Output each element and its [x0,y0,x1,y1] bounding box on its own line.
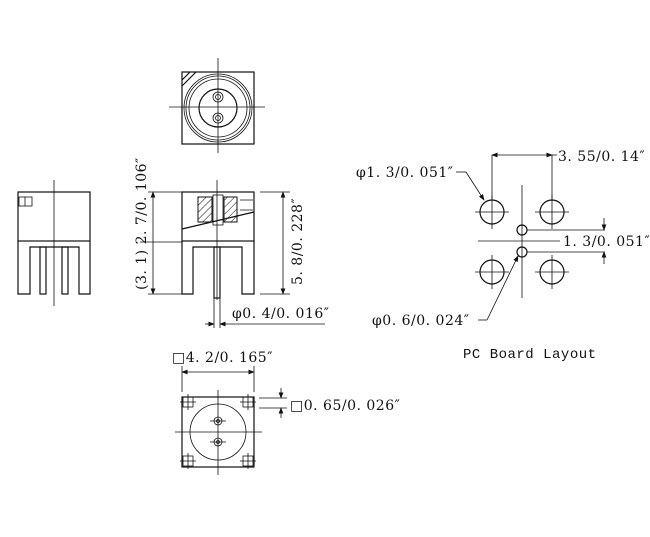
small-hole-label: φ0. 6/0. 024″ [372,313,470,329]
bottom-view: □4. 2/0. 165″ □0. 65/0. 026″ [172,350,400,475]
hole-spacing-label: 3. 55/0. 14″ [558,149,645,165]
pcb-layout: 3. 55/0. 14″ 1. 3/0. 051″ φ1. 3/0. 051″ … [356,149,650,363]
height-dim-label: (3. 1) 2. 7/0. 106″ [134,157,150,290]
large-hole-label: φ1. 3/0. 051″ [356,165,454,181]
pad-square-label: □0. 65/0. 026″ [290,398,400,414]
total-height-label: 5. 8/0. 228″ [290,198,306,285]
pcb-layout-title: PC Board Layout [463,347,597,363]
body-square-label: □4. 2/0. 165″ [172,350,273,366]
side-view [17,180,91,306]
pin-diameter-label: φ0. 4/0. 016″ [232,306,330,322]
small-hole-spacing-label: 1. 3/0. 051″ [563,234,650,250]
section-view: (3. 1) 2. 7/0. 106″ 5. 8/0. 228″ φ0. 4/0… [134,157,330,328]
top-view [169,58,265,153]
